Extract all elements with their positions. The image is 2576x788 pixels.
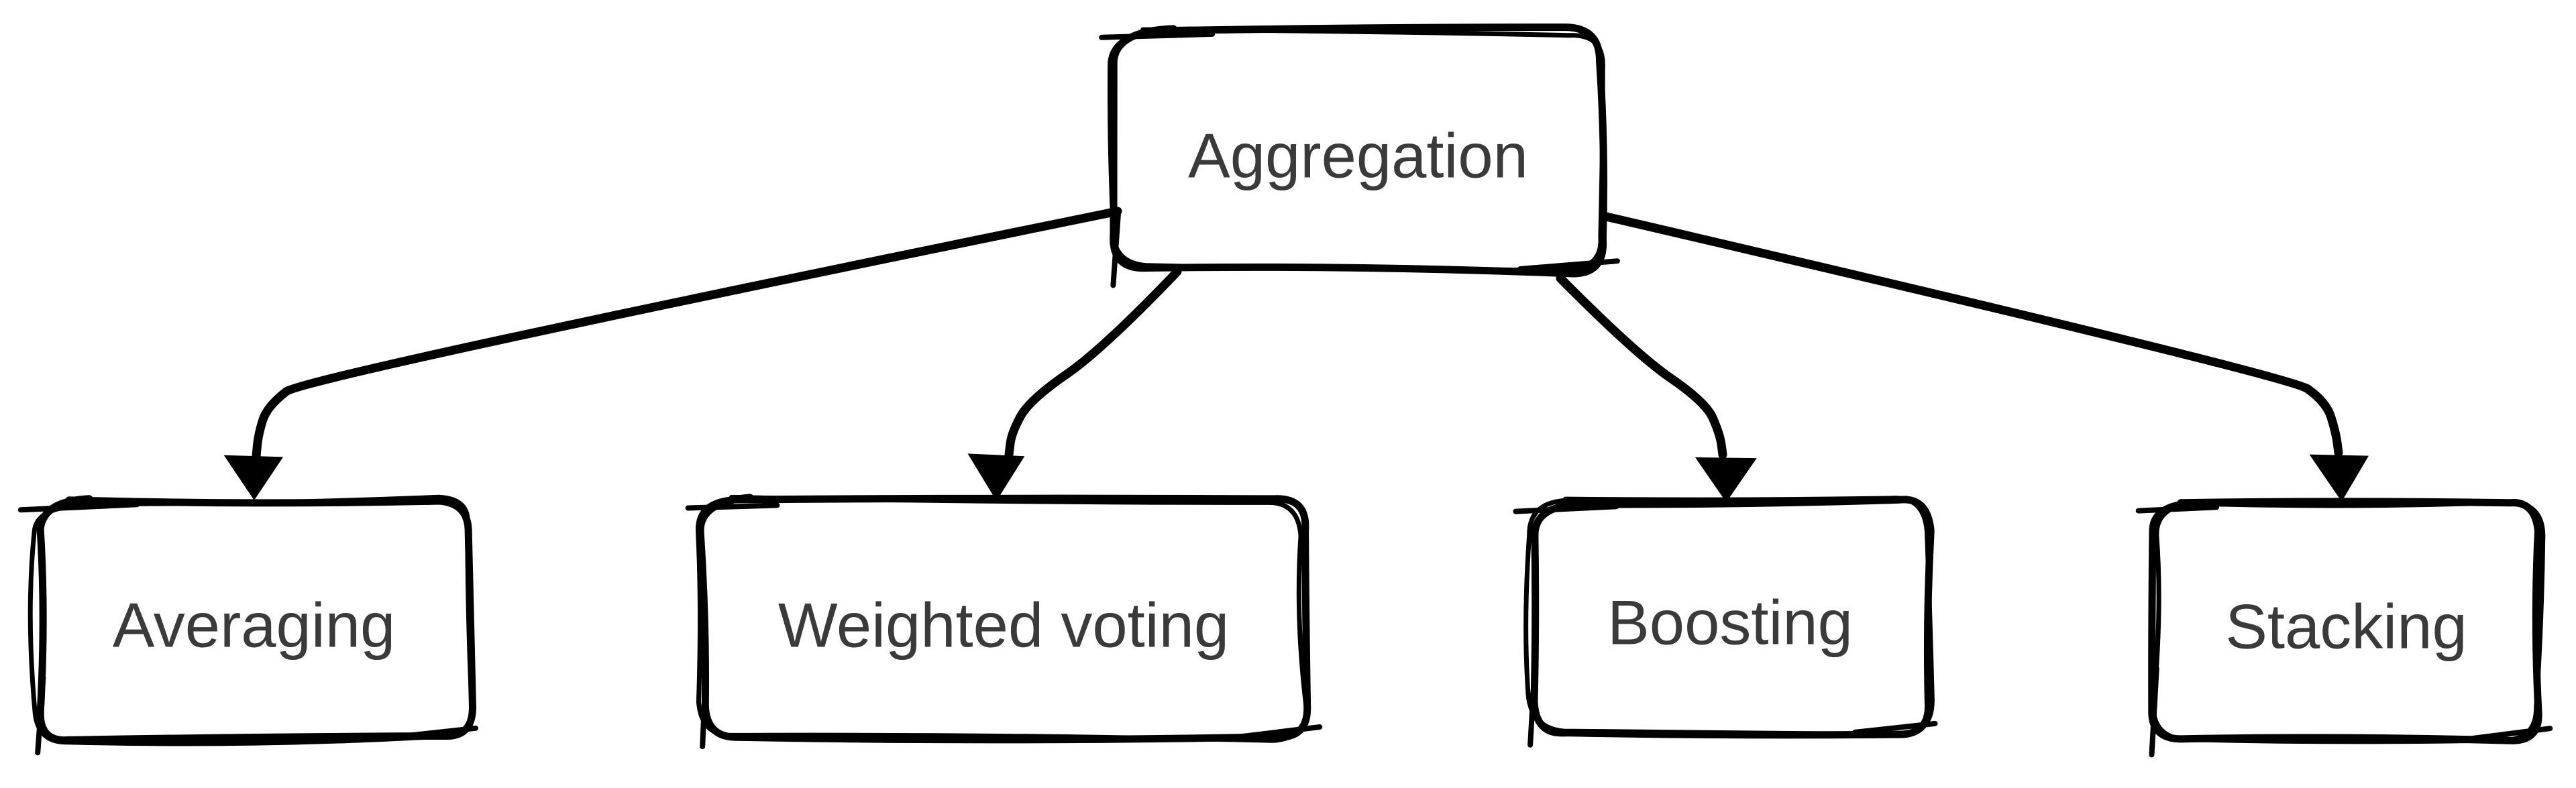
edge-aggregation-averaging xyxy=(223,207,1122,500)
node-fill xyxy=(702,500,1305,738)
edge-aggregation-stacking xyxy=(1599,211,2369,502)
node-border-overdraw xyxy=(2151,500,2546,744)
node-border-overdraw xyxy=(1107,26,1605,273)
node-label-weighted-voting: Weighted voting xyxy=(778,590,1229,661)
sketch-stroke xyxy=(1099,31,1216,40)
node-border-overdraw xyxy=(28,494,475,746)
node-border-overdraw xyxy=(695,494,1309,743)
arrowhead-icon xyxy=(1695,457,1757,502)
sketch-stroke xyxy=(685,502,780,511)
node-fill xyxy=(1532,500,1931,733)
sketch-stroke xyxy=(1517,258,1620,272)
edge-line-overdraw xyxy=(1009,268,1181,455)
sketch-stroke xyxy=(17,502,140,513)
node-stacking: Stacking xyxy=(2135,498,2553,758)
node-label-stacking: Stacking xyxy=(2225,592,2467,662)
node-border xyxy=(1110,23,1608,278)
node-weighted-voting: Weighted voting xyxy=(685,494,1323,750)
arrowhead-icon xyxy=(223,455,284,500)
sketch-stroke xyxy=(1527,672,1538,748)
edge-line xyxy=(252,207,1122,461)
node-boosting: Boosting xyxy=(1513,496,1938,748)
node-label-aggregation: Aggregation xyxy=(1188,121,1528,191)
sketch-stroke xyxy=(2149,665,2159,758)
sketch-stroke xyxy=(393,725,478,740)
arrowhead-icon xyxy=(967,453,1025,501)
node-label-boosting: Boosting xyxy=(1607,587,1853,658)
edge-line-overdraw xyxy=(1560,274,1727,455)
edge-line-overdraw xyxy=(256,207,1122,456)
edge-line xyxy=(1599,211,2343,457)
node-averaging: Averaging xyxy=(17,494,478,756)
arrowhead-icon xyxy=(2309,454,2369,502)
node-fill xyxy=(1114,30,1603,271)
node-border xyxy=(696,494,1311,744)
edge-line xyxy=(1556,274,1727,459)
node-fill xyxy=(2150,503,2542,741)
node-aggregation: Aggregation xyxy=(1099,23,1620,288)
edge-aggregation-weighted-voting xyxy=(967,267,1182,501)
sketch-stroke xyxy=(700,664,709,750)
sketch-stroke xyxy=(1237,724,1323,740)
edge-line-overdraw xyxy=(1603,212,2343,453)
sketch-stroke xyxy=(1513,504,1619,514)
node-label-averaging: Averaging xyxy=(113,590,396,661)
edge-aggregation-boosting xyxy=(1556,274,1757,502)
node-border-overdraw xyxy=(1523,496,1935,737)
sketch-stroke xyxy=(2463,726,2553,742)
node-fill xyxy=(37,500,470,739)
sketch-stroke xyxy=(1110,211,1121,288)
sketch-stroke xyxy=(1852,720,1938,735)
sketch-stroke xyxy=(2135,504,2219,514)
sketch-stroke xyxy=(35,675,46,756)
